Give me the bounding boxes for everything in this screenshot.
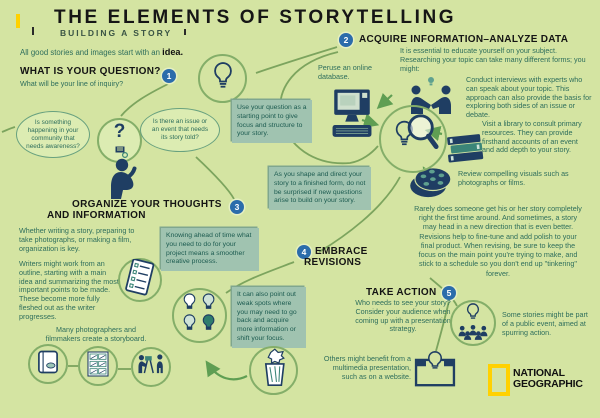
step-number-3: 3	[230, 200, 244, 214]
callout-box-knowing: Knowing ahead of time what you need to d…	[161, 228, 259, 272]
public-event-text: Some stories might be part of a public e…	[502, 310, 588, 337]
lightbulb-icon	[211, 61, 235, 96]
multimedia-text: Others might benefit from a multimedia p…	[323, 354, 411, 381]
organize-para2: Writers might work from an outline, star…	[19, 259, 119, 321]
question-subtitle: What will be your line of inquiry?	[20, 79, 124, 88]
natgeo-frame-logo	[488, 364, 510, 396]
magnifier-bulb-icon	[385, 110, 441, 169]
revisions-para: Rarely does someone get his or her story…	[414, 204, 582, 278]
organize-para1: Whether writing a story, preparing to ta…	[19, 226, 135, 253]
intro-line: All good stories and images start with a…	[20, 47, 183, 57]
crowd-lightbulb-icon	[455, 302, 491, 345]
section-title-acquire: ACQUIRE INFORMATION–ANALYZE DATA	[359, 34, 569, 45]
notebook-circle	[28, 344, 68, 384]
four-lightbulbs-icon	[180, 292, 220, 339]
film-reel-icon	[408, 165, 454, 204]
speech-bubble-community: Is something happening in your community…	[16, 111, 90, 158]
peruse-text: Peruse an online database.	[318, 63, 372, 81]
outline-document-circle	[118, 257, 162, 302]
callout-box-weakspots: It can also point out weak spots where y…	[232, 287, 306, 348]
action-para: Who needs to see your story? Consider yo…	[355, 298, 451, 334]
public-event-circle	[450, 300, 496, 346]
book-icon	[115, 140, 125, 158]
section-title-question: WHAT IS YOUR QUESTION?	[20, 66, 161, 77]
natgeo-line1: NATIONAL	[513, 367, 565, 379]
page-title: THE ELEMENTS OF STORYTELLING	[54, 7, 457, 28]
step-number-1: 1	[162, 69, 176, 83]
section-title-organize-1: ORGANIZE YOUR THOUGHTS	[72, 199, 222, 210]
yellow-accent-bar	[16, 14, 20, 28]
tick-mark	[184, 29, 186, 35]
computer-icon	[330, 86, 374, 147]
section-title-organize-2: AND INFORMATION	[47, 210, 146, 221]
callout-box-shape: As you shape and direct your story to a …	[269, 167, 371, 211]
section-title-action: TAKE ACTION	[366, 287, 437, 298]
section-title-revisions-1: EMBRACE	[315, 246, 368, 257]
library-text: Visit a library to consult primary resou…	[482, 119, 582, 155]
callout-box-question: Use your question as a starting point to…	[232, 100, 312, 144]
intro-idea-word: idea.	[162, 47, 184, 57]
tick-mark	[32, 27, 34, 35]
outline-document-icon	[123, 257, 157, 302]
natgeo-wordmark: NATIONAL GEOGRAPHIC	[513, 367, 583, 391]
step-number-5: 5	[442, 286, 456, 300]
storyboard-icon	[85, 350, 111, 383]
idea-bulb-circle	[198, 54, 247, 103]
storyboard-circle	[78, 346, 118, 386]
page-subtitle: BUILDING A STORY	[60, 28, 173, 38]
notebook-icon	[34, 348, 62, 381]
wastebasket-icon	[256, 348, 292, 393]
wastebasket-circle	[249, 346, 298, 395]
filmmakers-icon	[136, 351, 166, 384]
interviews-text: Conduct interviews with experts who can …	[466, 75, 592, 120]
acquire-intro: It is essential to educate yourself on y…	[400, 46, 586, 73]
filmmakers-circle	[131, 347, 171, 387]
evolving-ideas-circle	[172, 288, 227, 343]
question-mark-glyph: ?	[113, 120, 126, 142]
question-mark-circle: ?	[97, 118, 142, 163]
section-title-revisions-2: REVISIONS	[304, 257, 362, 268]
step-number-4: 4	[297, 245, 311, 259]
thinking-person-icon	[100, 150, 152, 205]
step-number-2: 2	[339, 33, 353, 47]
analyze-circle	[379, 105, 447, 173]
natgeo-line2: GEOGRAPHIC	[513, 378, 583, 391]
intro-text: All good stories and images start with a…	[20, 48, 163, 57]
browser-lightbulb-icon	[414, 350, 456, 392]
visuals-text: Review compelling visuals such as photog…	[458, 169, 569, 187]
speech-bubble-issue: Is there an issue or an event that needs…	[140, 108, 220, 152]
books-icon	[444, 126, 484, 173]
organize-para3: Many photographers and filmmakers create…	[45, 325, 147, 343]
